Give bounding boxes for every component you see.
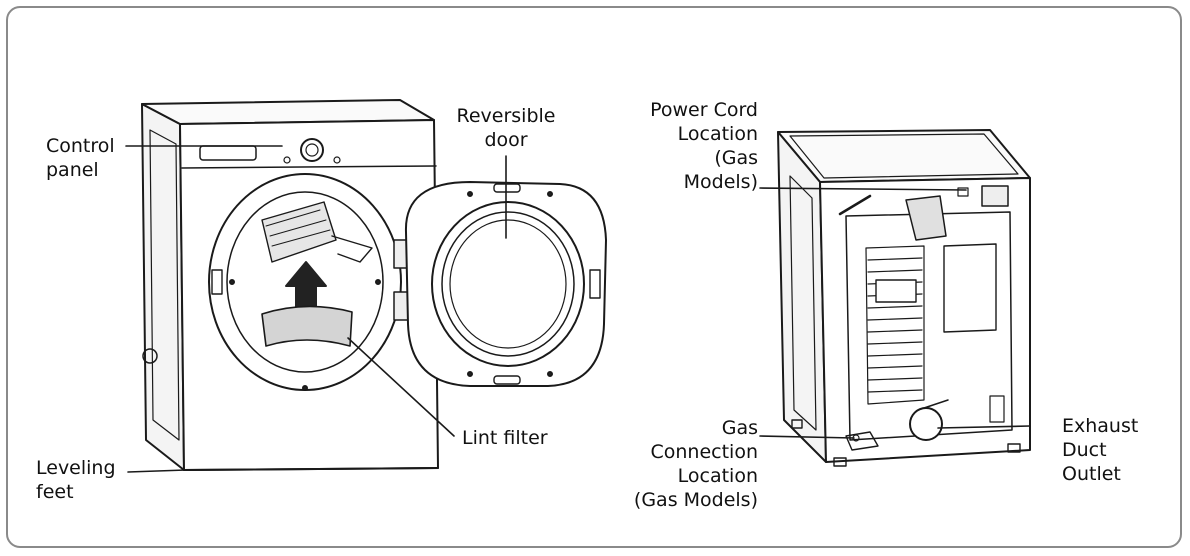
label-line: Exhaust [1062, 415, 1139, 437]
front-dryer [141, 99, 607, 471]
label-line: Outlet [1062, 463, 1121, 485]
leader-lint-filter [347, 337, 455, 437]
label-line: panel [46, 159, 99, 181]
label-lint-filter: Lint filter [462, 426, 548, 450]
label-line: feet [36, 481, 74, 503]
label-gas-connection: Gas Connection Location (Gas Models) [596, 416, 758, 512]
label-control-panel: Control panel [46, 134, 115, 182]
label-exhaust-duct: Exhaust Duct Outlet [1062, 414, 1138, 486]
label-line: (Gas Models) [633, 489, 758, 511]
label-line: Leveling [36, 457, 116, 479]
label-line: door [484, 129, 528, 151]
label-line: Power Cord [650, 99, 758, 121]
label-line: Reversible [456, 105, 556, 127]
label-line: Gas [721, 417, 758, 439]
label-power-cord: Power Cord Location (Gas Models) [610, 98, 758, 194]
label-line: (Gas [714, 147, 758, 169]
label-line: Control [46, 135, 115, 157]
label-line: Connection [650, 441, 758, 463]
leader-lines [125, 145, 1031, 473]
label-line: Location [677, 123, 758, 145]
label-reversible-door: Reversible door [446, 104, 566, 152]
leader-power-cord [759, 187, 967, 191]
label-line: Models) [683, 171, 758, 193]
label-line: Duct [1062, 439, 1107, 461]
label-leveling-feet: Leveling feet [36, 456, 116, 504]
label-line: Lint filter [462, 427, 548, 449]
label-line: Location [677, 465, 758, 487]
leader-leveling-feet [127, 469, 187, 473]
rear-dryer [777, 129, 1031, 467]
leader-exhaust-duct [937, 425, 1031, 429]
leader-gas-connection [759, 435, 855, 439]
